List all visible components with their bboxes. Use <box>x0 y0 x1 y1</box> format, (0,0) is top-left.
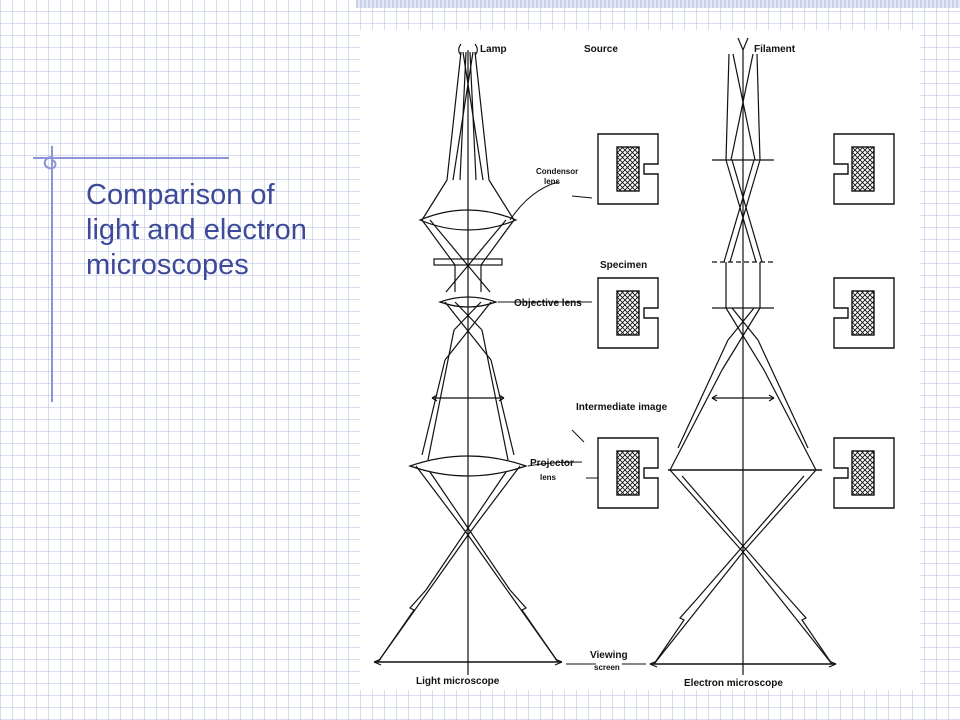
projector-coil-icon-1 <box>597 437 659 509</box>
objective-coil-icon-1 <box>597 277 659 349</box>
label-electron-microscope: Electron microscope <box>684 678 783 689</box>
label-filament: Filament <box>754 44 796 55</box>
label-pointers <box>498 181 646 665</box>
label-source: Source <box>584 44 618 55</box>
microscope-diagram: Lamp Source Filament Condensor lens Spec… <box>360 30 920 690</box>
label-specimen: Specimen <box>600 260 647 271</box>
label-condenser-1: Condensor <box>536 167 578 176</box>
filament-icon <box>737 37 749 52</box>
condenser-coil-icon-2 <box>833 133 895 205</box>
projector-lens-light <box>408 455 528 477</box>
label-objective: Objective lens <box>514 298 582 309</box>
projector-pointer <box>527 461 583 467</box>
condenser-lens-light <box>418 209 518 231</box>
label-viewing-2: screen <box>594 663 620 672</box>
electron-microscope <box>649 37 837 675</box>
label-intermediate: Intermediate image <box>576 402 668 413</box>
title-line-1: Comparison of <box>86 179 275 211</box>
title-line-3: microscopes <box>86 249 249 281</box>
accent-horizontal-line <box>33 157 229 159</box>
projector-coil-icon-2 <box>833 437 895 509</box>
label-condenser-2: lens <box>544 177 561 186</box>
objective-lens-light <box>438 296 498 308</box>
light-microscope <box>373 43 563 675</box>
accent-curl-icon <box>43 156 57 170</box>
label-viewing-1: Viewing <box>590 650 628 661</box>
condenser-pointer <box>509 181 559 221</box>
accent-vertical-line <box>51 146 53 402</box>
specimen-slide-light <box>433 258 503 266</box>
microscope-diagram-svg: Lamp Source Filament Condensor lens Spec… <box>373 37 895 689</box>
title-line-2: light and electron <box>86 214 307 246</box>
condenser-coil-icon-1 <box>597 133 659 205</box>
slide-title: Comparison of light and electron microsc… <box>86 178 376 283</box>
objective-coil-icon-2 <box>833 277 895 349</box>
label-lamp: Lamp <box>480 44 507 55</box>
label-projector-2: lens <box>540 473 557 482</box>
label-projector-1: Projector <box>530 458 574 469</box>
top-band <box>356 0 960 8</box>
label-light-microscope: Light microscope <box>416 676 500 687</box>
